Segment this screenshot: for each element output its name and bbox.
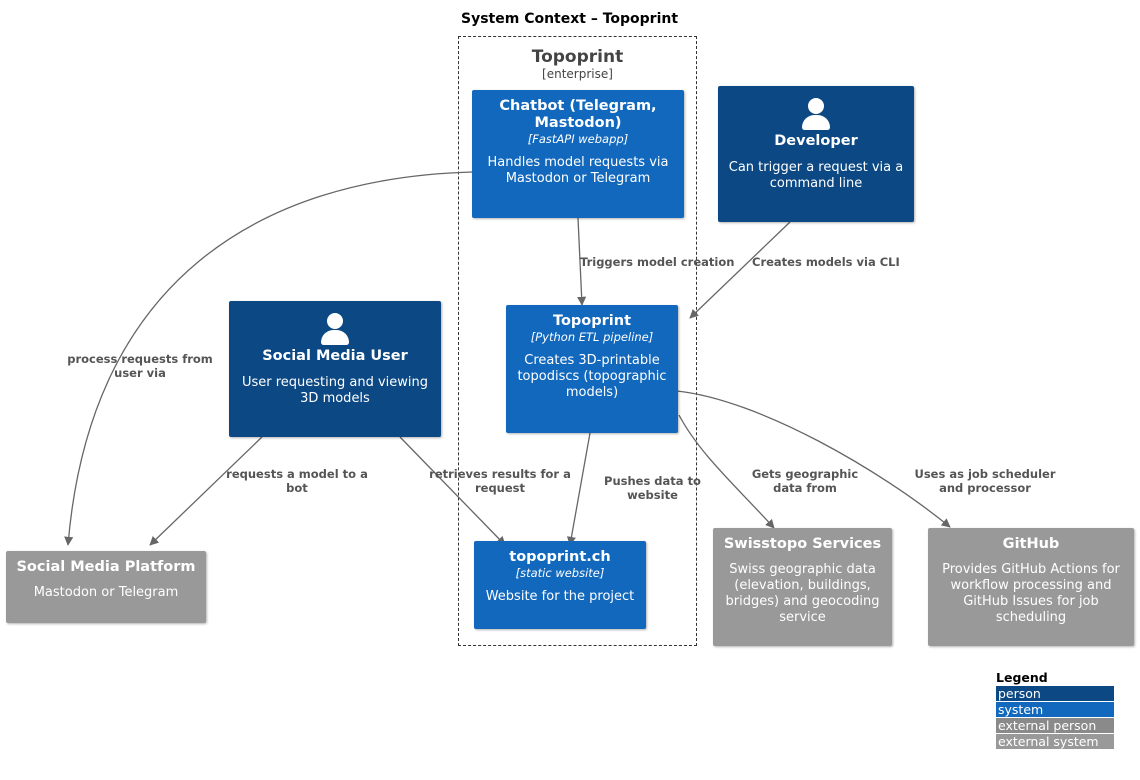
legend-item-person: person — [996, 686, 1114, 701]
node-chatbot-type: [FastAPI webapp] — [527, 132, 629, 146]
node-social-media-platform[interactable]: Social Media Platform Mastodon or Telegr… — [6, 551, 206, 623]
legend-title: Legend — [996, 670, 1048, 685]
node-chatbot[interactable]: Chatbot (Telegram, Mastodon) [FastAPI we… — [472, 90, 684, 218]
node-github[interactable]: GitHub Provides GitHub Actions for workf… — [928, 528, 1134, 646]
node-social-media-platform-description: Mastodon or Telegram — [33, 585, 179, 600]
page-title: System Context – Topoprint — [461, 11, 679, 27]
edge-label-chatbot-to-platform: process requests from user via — [67, 352, 213, 380]
node-social-media-user[interactable]: Social Media User User requesting and vi… — [229, 301, 441, 437]
node-swisstopo-name: Swisstopo Services — [723, 536, 882, 552]
edge-label-user-to-platform: requests a model to a bot — [226, 467, 368, 495]
person-icon — [799, 98, 833, 130]
edge-label-topoprint-to-swisstopo: Gets geographic data from — [751, 467, 859, 495]
node-topoprint-ch[interactable]: topoprint.ch [static website] Website fo… — [474, 541, 646, 629]
node-social-media-user-description: User requesting and viewing 3D models — [241, 375, 429, 406]
node-developer-description: Can trigger a request via a command line — [728, 160, 904, 191]
person-icon — [318, 313, 352, 345]
node-topoprint-ch-name: topoprint.ch — [509, 549, 611, 565]
node-social-media-platform-name: Social Media Platform — [16, 559, 196, 575]
legend-item-external-person: external person — [996, 718, 1114, 733]
node-topoprint-type: [Python ETL pipeline] — [530, 330, 654, 344]
node-github-description: Provides GitHub Actions for workflow pro… — [942, 562, 1120, 625]
node-chatbot-name: Chatbot (Telegram, Mastodon) — [499, 98, 657, 131]
boundary-name: Topoprint — [531, 47, 624, 67]
node-chatbot-description: Handles model requests via Mastodon or T… — [487, 155, 669, 186]
edge-label-user-to-website: retrieves results for a request — [429, 467, 571, 495]
legend: Legend person system external person ext… — [996, 670, 1114, 750]
edge-label-topoprint-to-github: Uses as job scheduler and processor — [914, 467, 1056, 495]
node-topoprint[interactable]: Topoprint [Python ETL pipeline] Creates … — [506, 305, 678, 433]
node-swisstopo-description: Swiss geographic data (elevation, buildi… — [725, 562, 880, 625]
boundary-type: [enterprise] — [542, 67, 613, 81]
edge-label-chatbot-to-topoprint: Triggers model creation — [580, 255, 735, 269]
node-developer-name: Developer — [774, 133, 858, 149]
edge-label-developer-to-topoprint: Creates models via CLI — [752, 255, 900, 269]
node-topoprint-ch-description: Website for the project — [485, 589, 635, 604]
legend-item-external-system: external system — [996, 734, 1114, 749]
edge-label-topoprint-to-website: Pushes data to website — [604, 474, 701, 502]
node-github-name: GitHub — [1002, 536, 1060, 552]
edge-topoprint-to-github — [676, 390, 951, 528]
node-topoprint-ch-type: [static website] — [515, 566, 605, 580]
node-social-media-user-name: Social Media User — [262, 348, 408, 364]
legend-item-system: system — [996, 702, 1114, 717]
node-topoprint-description: Creates 3D-printable topodiscs (topograp… — [517, 353, 667, 400]
node-swisstopo[interactable]: Swisstopo Services Swiss geographic data… — [713, 528, 892, 646]
node-topoprint-name: Topoprint — [552, 313, 632, 329]
node-developer[interactable]: Developer Can trigger a request via a co… — [718, 86, 914, 222]
boundary-label: Topoprint [enterprise] — [459, 47, 696, 82]
edge-developer-to-topoprint — [689, 221, 791, 319]
